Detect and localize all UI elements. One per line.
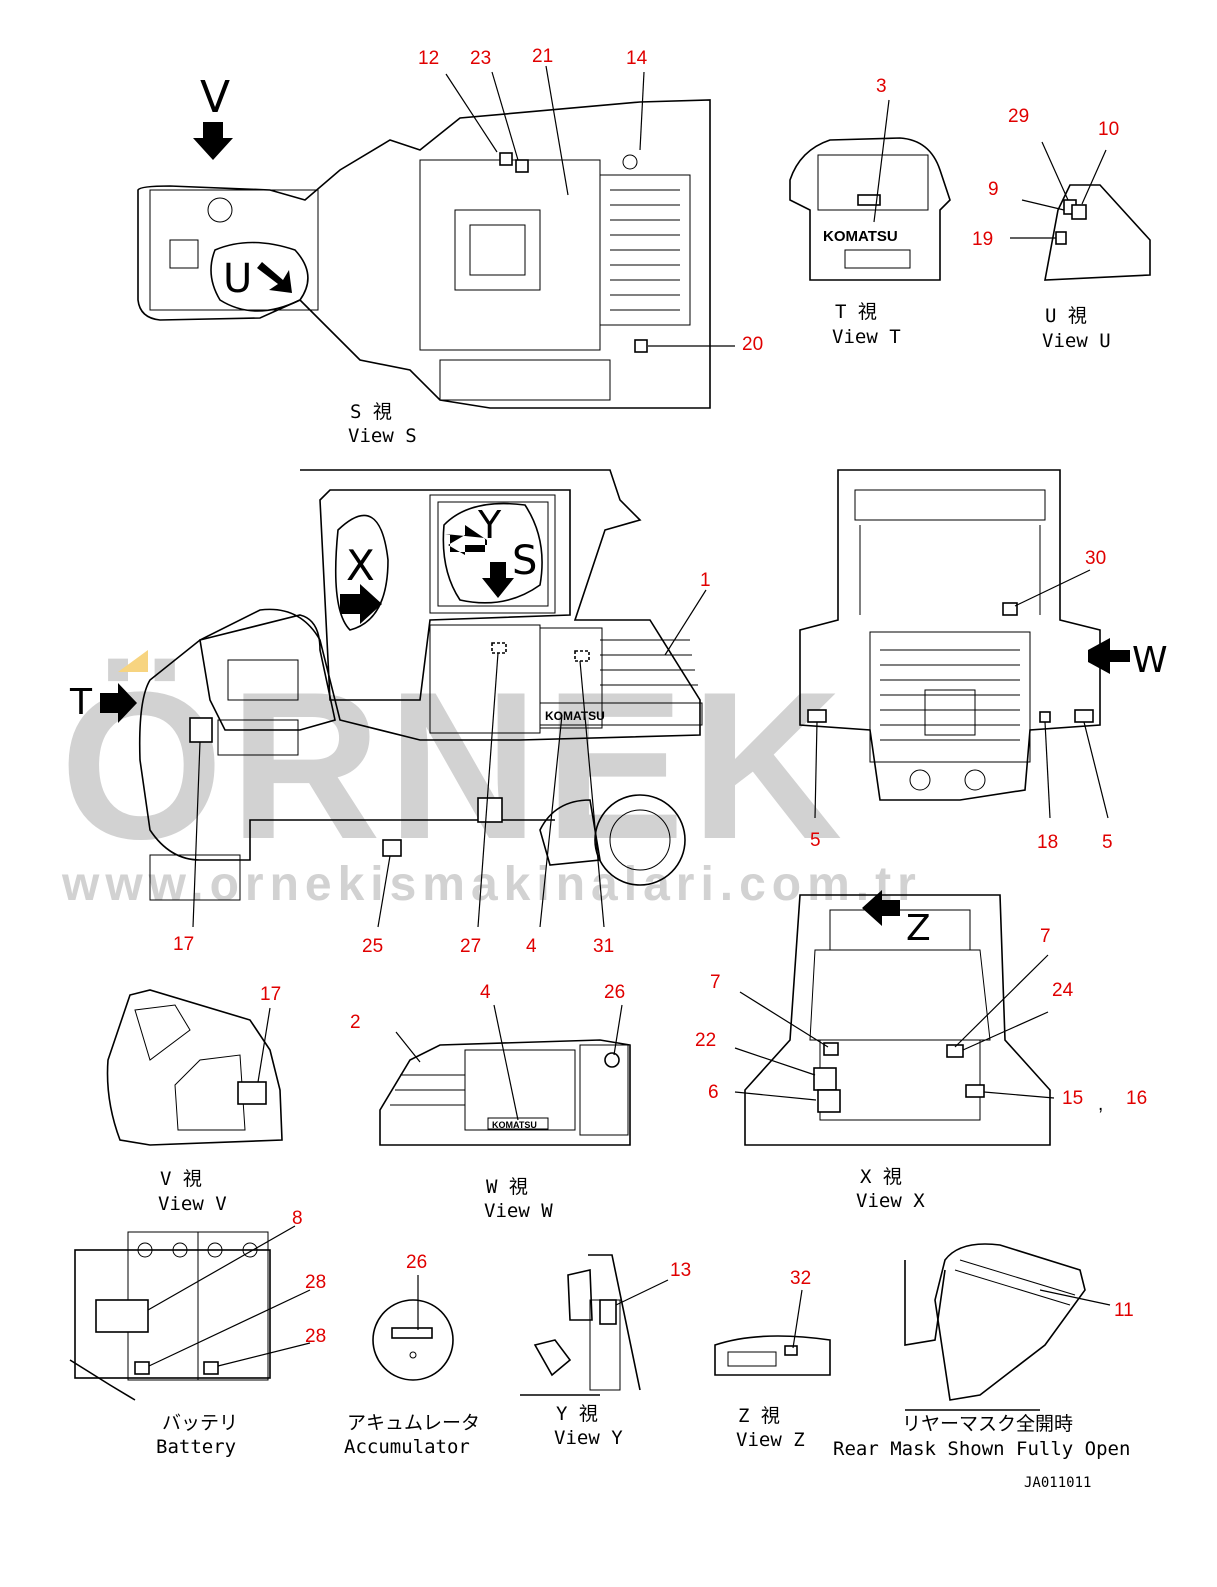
accumulator-caption-en: Accumulator xyxy=(344,1436,470,1458)
view-w-marker-letter: W xyxy=(1132,640,1168,681)
view-v-caption-en: View V xyxy=(158,1193,227,1215)
accumulator-caption-jp: アキュムレータ xyxy=(347,1412,480,1434)
view-s-caption-jp: S 視 xyxy=(350,401,392,423)
callout-16: 16 xyxy=(1126,1088,1147,1109)
view-u-drawing xyxy=(1010,141,1151,281)
callout-11: 11 xyxy=(1114,1300,1134,1321)
view-w-brand: KOMATSU xyxy=(492,1120,537,1130)
callout-9: 9 xyxy=(988,179,999,200)
view-v-drawing xyxy=(106,989,283,1146)
battery-caption-en: Battery xyxy=(156,1436,236,1458)
watermark-brand: ÖRNEK xyxy=(60,648,848,883)
accumulator-drawing xyxy=(372,1275,454,1381)
callout-30: 30 xyxy=(1085,548,1106,569)
view-u-caption-jp: U 視 xyxy=(1045,305,1087,327)
callout-24: 24 xyxy=(1052,980,1074,1001)
callout-28-bottom: 28 xyxy=(305,1326,326,1347)
view-z-drawing xyxy=(714,1289,831,1376)
view-x-caption-en: View X xyxy=(856,1190,925,1212)
rear-view-drawing: W xyxy=(799,469,1168,819)
view-y-drawing xyxy=(520,1254,669,1396)
view-t-marker-letter: T xyxy=(69,682,93,723)
callout-25: 25 xyxy=(362,936,383,957)
callout-28-top: 28 xyxy=(305,1272,326,1293)
view-z-marker-letter: Z xyxy=(906,908,931,949)
view-t-brand: KOMATSU xyxy=(823,228,898,245)
callout-17-view-v: 17 xyxy=(260,984,281,1005)
callout-10: 10 xyxy=(1098,119,1119,140)
view-z-caption-jp: Z 視 xyxy=(738,1405,780,1427)
callout-21: 21 xyxy=(532,46,553,67)
callout-5-right: 5 xyxy=(1102,832,1113,853)
callout-3: 3 xyxy=(876,76,887,97)
callout-18: 18 xyxy=(1037,832,1058,853)
callout-4-view-w: 4 xyxy=(480,982,491,1003)
view-x-marker-letter: X xyxy=(346,541,375,590)
view-u-caption-en: View U xyxy=(1042,330,1111,352)
watermark-url: www.ornekismakinalari.com.tr xyxy=(61,858,922,911)
side-view-drawing: KOMATSU X Y S T xyxy=(69,469,707,928)
battery-drawing xyxy=(69,1225,311,1401)
callout-15: 15 xyxy=(1062,1088,1083,1109)
watermark-accent xyxy=(118,650,148,672)
callout-13: 13 xyxy=(670,1260,691,1281)
callout-27: 27 xyxy=(460,936,481,957)
view-y-caption-jp: Y 視 xyxy=(556,1403,598,1425)
callout-31: 31 xyxy=(593,936,614,957)
view-w-drawing: KOMATSU xyxy=(379,1004,631,1146)
view-t-caption-en: View T xyxy=(832,326,901,348)
callout-8: 8 xyxy=(292,1208,303,1229)
rear-mask-drawing xyxy=(904,1243,1111,1411)
callout-22: 22 xyxy=(695,1030,716,1051)
callout-14: 14 xyxy=(626,48,648,69)
callout-26-view-w: 26 xyxy=(604,982,625,1003)
rear-mask-caption-jp: リヤーマスク全開時 xyxy=(902,1413,1073,1435)
callout-17-side: 17 xyxy=(173,934,194,955)
callout-2: 2 xyxy=(350,1012,361,1033)
callout-32: 32 xyxy=(790,1268,811,1289)
rear-mask-caption-en: Rear Mask Shown Fully Open xyxy=(833,1438,1130,1460)
drawing-id: JA011011 xyxy=(1024,1475,1091,1491)
callout-1: 1 xyxy=(700,570,711,591)
view-x-caption-jp: X 視 xyxy=(860,1166,902,1188)
callout-12: 12 xyxy=(418,48,439,69)
watermark: ÖRNEK www.ornekismakinalari.com.tr xyxy=(60,648,922,911)
view-t-drawing: KOMATSU xyxy=(789,99,951,281)
view-v-marker-letter: V xyxy=(200,72,230,123)
callout-5-left: 5 xyxy=(810,830,821,851)
view-w-caption-jp: W 視 xyxy=(486,1176,528,1198)
view-y-caption-en: View Y xyxy=(554,1427,623,1449)
callout-20: 20 xyxy=(742,334,763,355)
callout-7-left: 7 xyxy=(710,972,721,993)
callout-separator: , xyxy=(1098,1094,1103,1115)
view-s-caption-en: View S xyxy=(348,425,417,447)
view-u-marker-letter: U xyxy=(223,256,252,302)
side-view-brand: KOMATSU xyxy=(545,709,605,723)
callout-29: 29 xyxy=(1008,106,1029,127)
view-x-drawing: Z xyxy=(734,890,1055,1146)
callout-26-accumulator: 26 xyxy=(406,1252,427,1273)
view-t-caption-jp: T 視 xyxy=(835,301,877,323)
view-z-caption-en: View Z xyxy=(736,1429,805,1451)
callout-23: 23 xyxy=(470,48,491,69)
callout-7-right: 7 xyxy=(1040,926,1051,947)
view-w-caption-en: View W xyxy=(484,1200,553,1222)
view-s-marker-letter: S xyxy=(512,538,537,584)
callout-6: 6 xyxy=(708,1082,719,1103)
view-y-marker-letter: Y xyxy=(477,503,502,547)
callout-4-side: 4 xyxy=(526,936,537,957)
view-s-drawing: U V xyxy=(137,65,735,409)
battery-caption-jp: バッテリ xyxy=(162,1412,238,1434)
view-v-caption-jp: V 視 xyxy=(160,1168,202,1190)
callout-19: 19 xyxy=(972,229,993,250)
